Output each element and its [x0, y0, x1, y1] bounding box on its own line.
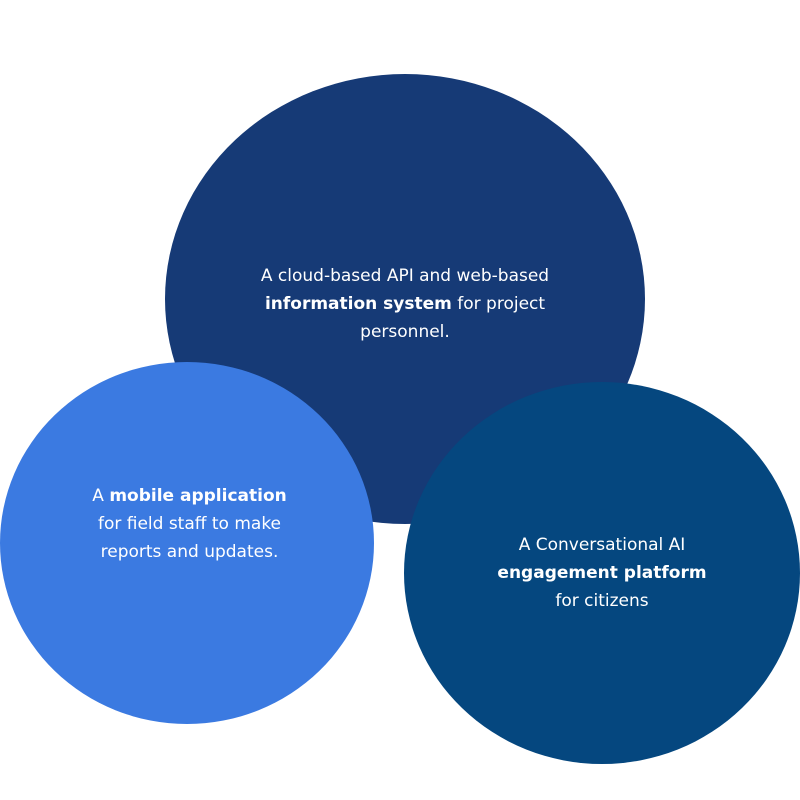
information-system-detail: for project personnel. — [360, 294, 546, 342]
mobile-application-circle: A mobile application for field staff to … — [0, 362, 374, 724]
information-system-text: A cloud-based API and web-based informat… — [225, 262, 585, 346]
engagement-platform-circle: A Conversational AI engagement platform … — [404, 382, 800, 764]
engagement-platform-text: A Conversational AI engagement platform … — [472, 531, 732, 615]
mobile-application-intro: A — [92, 486, 104, 506]
mobile-application-text: A mobile application for field staff to … — [70, 482, 310, 566]
engagement-platform-highlight: engagement platform — [497, 563, 707, 583]
engagement-platform-detail: for citizens — [555, 591, 649, 611]
mobile-application-detail: for field staff to make reports and upda… — [97, 514, 282, 562]
information-system-highlight: information system — [264, 294, 452, 314]
mobile-application-highlight: mobile application — [109, 486, 287, 506]
engagement-platform-intro: A Conversational AI — [518, 535, 686, 555]
information-system-intro: A cloud-based API and web-based — [260, 266, 550, 286]
